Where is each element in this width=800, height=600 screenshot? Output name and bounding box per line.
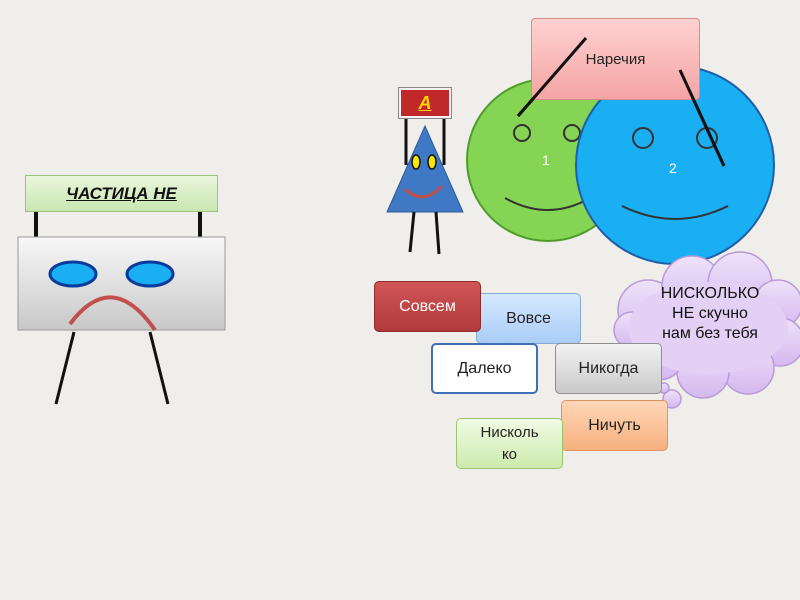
triangle-body: [386, 124, 464, 213]
sad-box-character: [17, 212, 226, 405]
word-sovsem: Совсем: [374, 281, 481, 332]
green-face-eye-right: [563, 124, 581, 142]
triangle-character: [386, 118, 464, 255]
word-nikogda: Никогда: [555, 343, 662, 394]
word-daleko: Далеко: [431, 343, 538, 394]
triangle-eye-right: [427, 154, 437, 170]
thought-cloud-text: НИСКОЛЬКО НЕ скучно нам без тебя: [625, 284, 795, 344]
chastica-ne-sign: ЧАСТИЦА НЕ: [25, 175, 218, 212]
blue-face-eye-left: [632, 127, 654, 149]
thought-cloud: [613, 251, 800, 409]
narechiya-sign: Наречия: [531, 18, 700, 100]
word-niskolko-line2: ко: [501, 445, 518, 463]
triangle-eye-left: [411, 154, 421, 170]
blue-face-number: 2: [669, 160, 677, 176]
blue-face-smile: [621, 205, 729, 220]
word-vovse: Вовсе: [476, 293, 581, 344]
word-nichut: Ничуть: [561, 400, 668, 451]
word-niskolko: Нисколь ко: [456, 418, 563, 469]
green-face-eye-left: [513, 124, 531, 142]
cloud-line-1: НИСКОЛЬКО: [660, 285, 760, 302]
triangle-leg-left: [408, 211, 416, 253]
triangle-smile: [403, 184, 444, 199]
cloud-line-3: нам без тебя: [662, 325, 758, 342]
box-leg-left: [54, 331, 76, 405]
box-eye-left: [48, 260, 98, 288]
box-leg-right: [148, 331, 170, 405]
box-eye-right: [125, 260, 175, 288]
cloud-line-2: НЕ скучно: [672, 305, 748, 322]
triangle-leg-right: [434, 211, 441, 255]
green-face-smile: [504, 197, 591, 211]
letter-a-sign: А: [399, 88, 451, 118]
box-body: [17, 236, 226, 331]
box-frown: [68, 295, 157, 332]
green-face-number: 1: [542, 152, 550, 168]
word-niskolko-line1: Нисколь: [480, 423, 539, 441]
